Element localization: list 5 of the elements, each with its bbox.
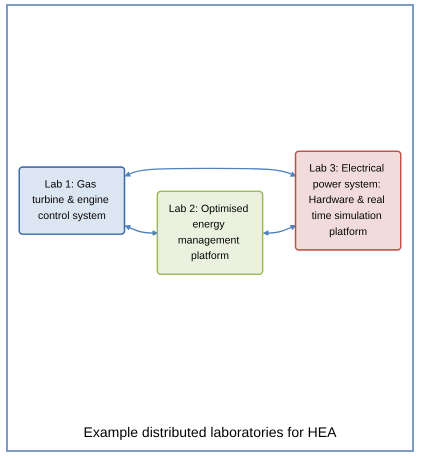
caption: Example distributed laboratories for HEA: [82, 423, 338, 442]
arrow: [124, 168, 296, 177]
arrow: [124, 225, 158, 236]
arrow: [262, 225, 296, 236]
frame-border: Lab 1: Gas turbine & engine control system Lab 2: Optimised energy management platform Lab 3: Electrical power system: Hardware & real time simulation platform Example distributed laboratories for HEA: [6, 4, 414, 452]
